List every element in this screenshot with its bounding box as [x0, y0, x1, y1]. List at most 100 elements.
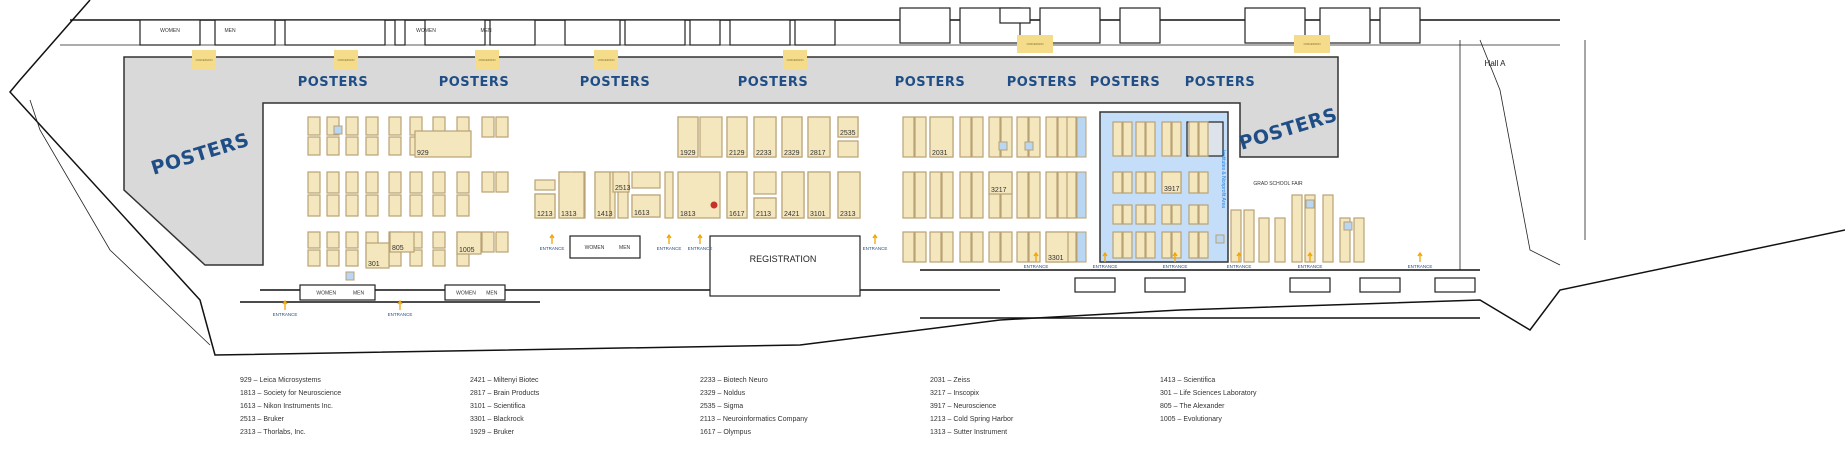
booth[interactable]: [1028, 116, 1041, 158]
booth[interactable]: [971, 171, 984, 219]
entrance-label[interactable]: ENTRANCE: [1093, 264, 1118, 269]
booth[interactable]: [1112, 204, 1123, 225]
booth[interactable]: [456, 194, 470, 217]
booth-named[interactable]: [837, 171, 861, 219]
booth[interactable]: [534, 179, 556, 191]
booth-named[interactable]: [781, 116, 803, 158]
booth-highlighted[interactable]: [1343, 221, 1353, 231]
booth-named[interactable]: [807, 116, 831, 158]
entrance-label[interactable]: ENTRANCE: [1163, 264, 1188, 269]
booth-named[interactable]: [389, 231, 415, 253]
booth[interactable]: [1066, 171, 1077, 219]
booth[interactable]: [409, 171, 423, 194]
booth[interactable]: [1145, 121, 1156, 157]
booth[interactable]: [1000, 116, 1013, 158]
booth[interactable]: [432, 194, 446, 217]
booth[interactable]: [326, 136, 340, 156]
booth[interactable]: [345, 231, 359, 249]
booth-named[interactable]: [781, 171, 805, 219]
booth[interactable]: [1188, 231, 1199, 259]
booth[interactable]: [307, 231, 321, 249]
booth[interactable]: [1353, 217, 1365, 263]
booth[interactable]: [481, 231, 495, 253]
entrance-label[interactable]: ENTRANCE: [1408, 264, 1433, 269]
booth-named[interactable]: [414, 130, 472, 158]
booth[interactable]: [326, 171, 340, 194]
booth[interactable]: [307, 249, 321, 267]
booth[interactable]: [307, 116, 321, 136]
booth[interactable]: [1258, 217, 1270, 263]
booth-named[interactable]: [1045, 231, 1069, 263]
booth-named[interactable]: [631, 194, 661, 218]
booth[interactable]: [1135, 231, 1146, 259]
booth[interactable]: [914, 116, 927, 158]
booth[interactable]: [1016, 171, 1029, 219]
booth[interactable]: [1230, 209, 1242, 263]
booth[interactable]: [1339, 217, 1351, 263]
booth[interactable]: [1135, 171, 1146, 194]
booth-named[interactable]: [677, 171, 721, 219]
booth-named[interactable]: [594, 171, 611, 219]
concession-stand[interactable]: [594, 50, 618, 70]
booth[interactable]: [1028, 171, 1041, 219]
concession-stand[interactable]: [192, 50, 216, 70]
booth[interactable]: [1112, 231, 1123, 259]
booth[interactable]: [388, 136, 402, 156]
booth[interactable]: [914, 171, 927, 219]
booth-named[interactable]: [677, 116, 699, 158]
booth[interactable]: [365, 136, 379, 156]
booth[interactable]: [699, 116, 723, 158]
booth[interactable]: [971, 231, 984, 263]
booth[interactable]: [1188, 204, 1199, 225]
booth[interactable]: [929, 171, 942, 219]
booth[interactable]: [902, 116, 915, 158]
booth[interactable]: [432, 231, 446, 249]
booth-named[interactable]: [929, 116, 954, 158]
booth[interactable]: [1122, 121, 1133, 157]
booth[interactable]: [1016, 231, 1029, 263]
booth[interactable]: [1145, 171, 1156, 194]
booth[interactable]: [1188, 171, 1199, 194]
booth[interactable]: [432, 249, 446, 267]
booth[interactable]: [495, 231, 509, 253]
booth[interactable]: [1198, 121, 1209, 157]
booth[interactable]: [753, 171, 777, 195]
booth-named[interactable]: [456, 231, 482, 255]
booth[interactable]: [959, 171, 972, 219]
booth-named[interactable]: [753, 116, 777, 158]
booth[interactable]: [1171, 231, 1182, 259]
booth[interactable]: [388, 171, 402, 194]
booth[interactable]: [1171, 121, 1182, 157]
booth[interactable]: [971, 116, 984, 158]
booth[interactable]: [1145, 231, 1156, 259]
booth[interactable]: [1122, 171, 1133, 194]
booth[interactable]: [365, 116, 379, 136]
booth[interactable]: [388, 116, 402, 136]
concession-stand[interactable]: [1294, 35, 1330, 53]
concession-stand[interactable]: [1017, 35, 1053, 53]
booth-named[interactable]: [753, 197, 777, 219]
booth-highlighted[interactable]: [998, 141, 1008, 151]
booth[interactable]: [481, 116, 495, 138]
entrance-label[interactable]: ENTRANCE: [273, 312, 298, 317]
booth[interactable]: [1045, 171, 1058, 219]
booth[interactable]: [1135, 204, 1146, 225]
booth-named[interactable]: [988, 171, 1013, 195]
booth[interactable]: [988, 231, 1001, 263]
booth-named[interactable]: [837, 116, 859, 138]
entrance-label[interactable]: ENTRANCE: [1024, 264, 1049, 269]
entrance-label[interactable]: ENTRANCE: [688, 246, 713, 251]
booth[interactable]: [326, 194, 340, 217]
booth[interactable]: [902, 231, 915, 263]
booth[interactable]: [388, 194, 402, 217]
booth[interactable]: [1122, 231, 1133, 259]
booth[interactable]: [409, 194, 423, 217]
booth[interactable]: [1028, 231, 1041, 263]
booth[interactable]: [837, 140, 859, 158]
booth[interactable]: [988, 116, 1001, 158]
booth[interactable]: [365, 171, 379, 194]
booth[interactable]: [959, 116, 972, 158]
booth[interactable]: [1188, 121, 1199, 157]
booth[interactable]: [1198, 204, 1209, 225]
booth[interactable]: [1016, 116, 1029, 158]
